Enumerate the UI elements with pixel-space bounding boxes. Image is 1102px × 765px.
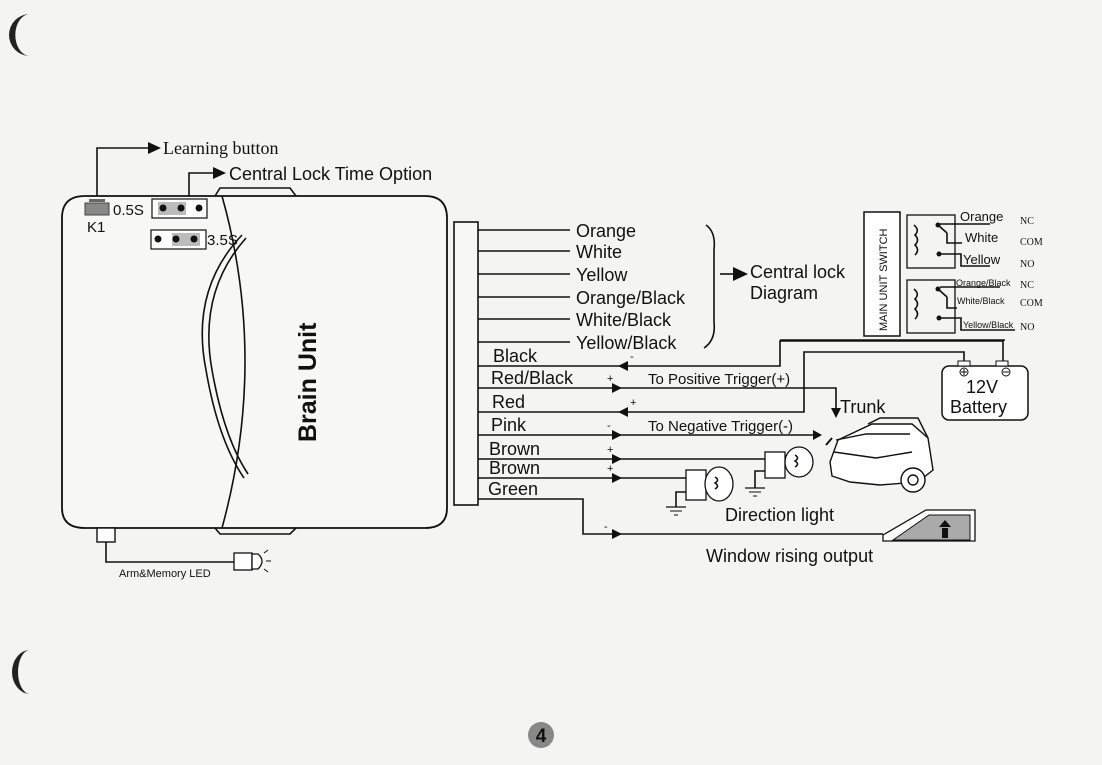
polarity-label: - <box>607 420 611 432</box>
central-lock-brace <box>703 224 716 349</box>
central-lock-wire-label: White <box>576 242 622 262</box>
led-icon <box>263 549 271 573</box>
arm-memory-led-wire <box>96 527 263 571</box>
learning-button-pointer <box>96 142 161 196</box>
relay-2 <box>906 279 1015 334</box>
jumper-3-5s-label: 3.5S <box>207 232 238 249</box>
battery-voltage-label: 12V <box>966 377 998 397</box>
central-lock-diagram-label-2: Diagram <box>750 283 818 303</box>
relay1-contact-label: NC <box>1020 216 1034 227</box>
red-to-battery-wire <box>620 351 965 413</box>
central-lock-wire-label: Yellow <box>576 265 628 285</box>
wire-label: Green <box>488 479 538 499</box>
learning-button-cap <box>89 199 105 202</box>
brain-unit-box <box>61 187 448 535</box>
central-lock-time-pointer <box>188 167 226 196</box>
wire-label: Red <box>492 392 525 412</box>
central-lock-wire-lines <box>478 229 570 343</box>
relay1-contact-label: COM <box>1020 237 1043 248</box>
wire-direction-arrow <box>612 473 622 483</box>
window-icon <box>882 509 976 542</box>
relay2-wire-label: White/Black <box>957 296 1005 306</box>
positive-trigger-label: To Positive Trigger(+) <box>648 371 790 388</box>
relay2-wire-label: Yellow/Black <box>963 320 1014 330</box>
polarity-label: + <box>607 444 613 456</box>
window-output-label: Window rising output <box>706 546 873 566</box>
direction-light-1 <box>620 446 814 497</box>
relay1-wire-label: Yellow <box>963 252 1001 267</box>
relay-1 <box>906 214 990 269</box>
binder-hole-top <box>9 14 30 56</box>
jumper-0-5s-label: 0.5S <box>113 202 144 219</box>
central-lock-diagram-label-1: Central lock <box>750 262 846 282</box>
binder-hole-bottom <box>12 650 30 694</box>
polarity-label: + <box>630 397 636 409</box>
central-lock-wire-label: Orange <box>576 221 636 241</box>
car-trunk-icon <box>825 417 934 493</box>
battery-label: Battery <box>950 397 1007 417</box>
k1-label: K1 <box>87 219 105 236</box>
jumper-j2[interactable] <box>150 229 207 250</box>
positive-trigger-wire <box>620 387 837 410</box>
polarity-label: - <box>630 351 634 363</box>
central-lock-time-label: Central Lock Time Option <box>229 164 432 184</box>
relay2-contact-label: NO <box>1020 322 1034 333</box>
other-wire-lines <box>478 361 628 539</box>
wire-direction-arrow <box>612 430 622 440</box>
wire-label: Brown <box>489 458 540 478</box>
wire-label: Pink <box>491 415 527 435</box>
brain-unit-title: Brain Unit <box>294 322 322 442</box>
wire-direction-arrow <box>612 454 622 464</box>
wire-label: Black <box>493 346 538 366</box>
trunk-arrow <box>831 408 841 418</box>
battery-icon <box>941 360 1029 421</box>
negative-trigger-label: To Negative Trigger(-) <box>648 418 793 435</box>
wire-label: Red/Black <box>491 368 574 388</box>
relay1-wire-label: White <box>965 230 998 245</box>
arm-memory-led-label: Arm&Memory LED <box>119 568 211 580</box>
page-number-badge <box>528 722 554 748</box>
black-to-battery-wire <box>620 340 1004 367</box>
wire-label: Brown <box>489 439 540 459</box>
polarity-label: + <box>607 463 613 475</box>
polarity-label: + <box>607 373 613 385</box>
wire-connector <box>453 221 479 506</box>
direction-light-label: Direction light <box>725 505 834 525</box>
central-lock-arrow <box>720 267 748 281</box>
learning-button-label: Learning button <box>163 138 278 158</box>
page-number: 4 <box>536 726 547 747</box>
direction-light-2 <box>620 466 734 516</box>
wire-direction-arrow <box>612 383 622 393</box>
main-unit-switch-label: MAIN UNIT SWITCH <box>878 228 890 331</box>
central-lock-wire-label: Orange/Black <box>576 288 686 308</box>
main-unit-switch-box <box>863 211 901 337</box>
relay1-wire-label: Orange <box>960 209 1003 224</box>
central-lock-wire-label: Yellow/Black <box>576 333 677 353</box>
relay2-contact-label: NC <box>1020 280 1034 291</box>
green-wire-route <box>478 498 883 535</box>
central-lock-wire-label: White/Black <box>576 310 672 330</box>
relay2-wire-label: Orange/Black <box>956 278 1011 288</box>
relay1-contact-label: NO <box>1020 259 1034 270</box>
polarity-label: - <box>604 521 608 533</box>
relay2-contact-label: COM <box>1020 298 1043 309</box>
learning-button[interactable] <box>84 202 110 216</box>
jumper-j1[interactable] <box>151 198 208 219</box>
trunk-label: Trunk <box>840 397 886 417</box>
